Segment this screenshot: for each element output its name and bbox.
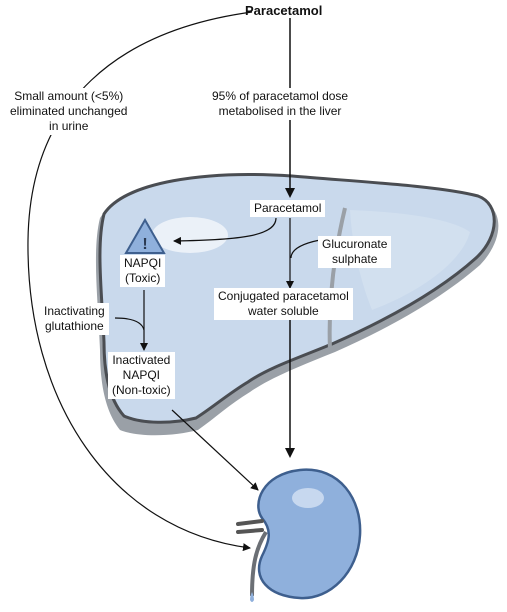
kidney-body	[257, 468, 362, 600]
note-unchanged-in-urine: Small amount (<5%) eliminated unchanged …	[6, 88, 132, 135]
ureter	[250, 530, 268, 597]
inactivated-line-1: Inactivated	[112, 353, 171, 367]
urine-drop	[250, 592, 254, 602]
arrow-to-napqi	[173, 217, 277, 245]
warning-triangle-icon: !	[124, 217, 166, 254]
glutathione-line-2: glutathione	[44, 319, 104, 333]
flow-arrows	[27, 11, 321, 552]
liver-highlight	[152, 217, 228, 253]
liver-right-lobe	[350, 210, 470, 310]
napqi-line-1: NAPQI	[124, 256, 162, 270]
conjugated-line-1: Conjugated paracetamol	[218, 289, 349, 303]
note-liver-metabolism: 95% of paracetamol dose metabolised in t…	[208, 88, 353, 120]
arrow-from-glutathione	[114, 317, 145, 331]
arrow-urine-unchanged	[27, 11, 253, 552]
napqi-line-2: (Toxic)	[125, 271, 161, 285]
renal-vessels	[236, 519, 264, 534]
note-liver-line-1: 95% of paracetamol dose	[212, 89, 349, 103]
label-inactivating-glutathione: Inactivating glutathione	[40, 303, 109, 335]
glutathione-line-1: Inactivating	[44, 304, 105, 318]
inactivated-line-3: (Non-toxic)	[112, 383, 171, 397]
liver-divide	[327, 207, 347, 351]
label-conjugated-paracetamol: Conjugated paracetamol water soluble	[214, 288, 353, 320]
label-glucuronate-sulphate: Glucuronate sulphate	[318, 236, 392, 268]
note-unchanged-line-2: eliminated unchanged	[10, 104, 128, 118]
title-paracetamol: Paracetamol	[245, 3, 323, 18]
label-inactivated-napqi: Inactivated NAPQI (Non-toxic)	[108, 352, 175, 399]
kidney-highlight	[292, 488, 324, 508]
inactivated-line-2: NAPQI	[122, 368, 161, 382]
glucuronate-line-2: sulphate	[332, 252, 378, 266]
arrow-from-glucuronate	[290, 239, 321, 259]
conjugated-line-2: water soluble	[248, 304, 319, 318]
label-napqi-toxic: NAPQI (Toxic)	[120, 255, 166, 287]
label-paracetamol-in-liver: Paracetamol	[250, 200, 326, 217]
note-unchanged-line-1: Small amount (<5%)	[14, 89, 124, 103]
warning-symbol: !	[142, 236, 147, 253]
arrow-inactivated-to-kidney	[171, 409, 259, 491]
kidney-illustration	[236, 468, 362, 602]
note-unchanged-line-3: in urine	[49, 119, 89, 133]
note-liver-line-2: metabolised in the liver	[218, 104, 342, 118]
glucuronate-line-1: Glucuronate	[322, 237, 388, 251]
